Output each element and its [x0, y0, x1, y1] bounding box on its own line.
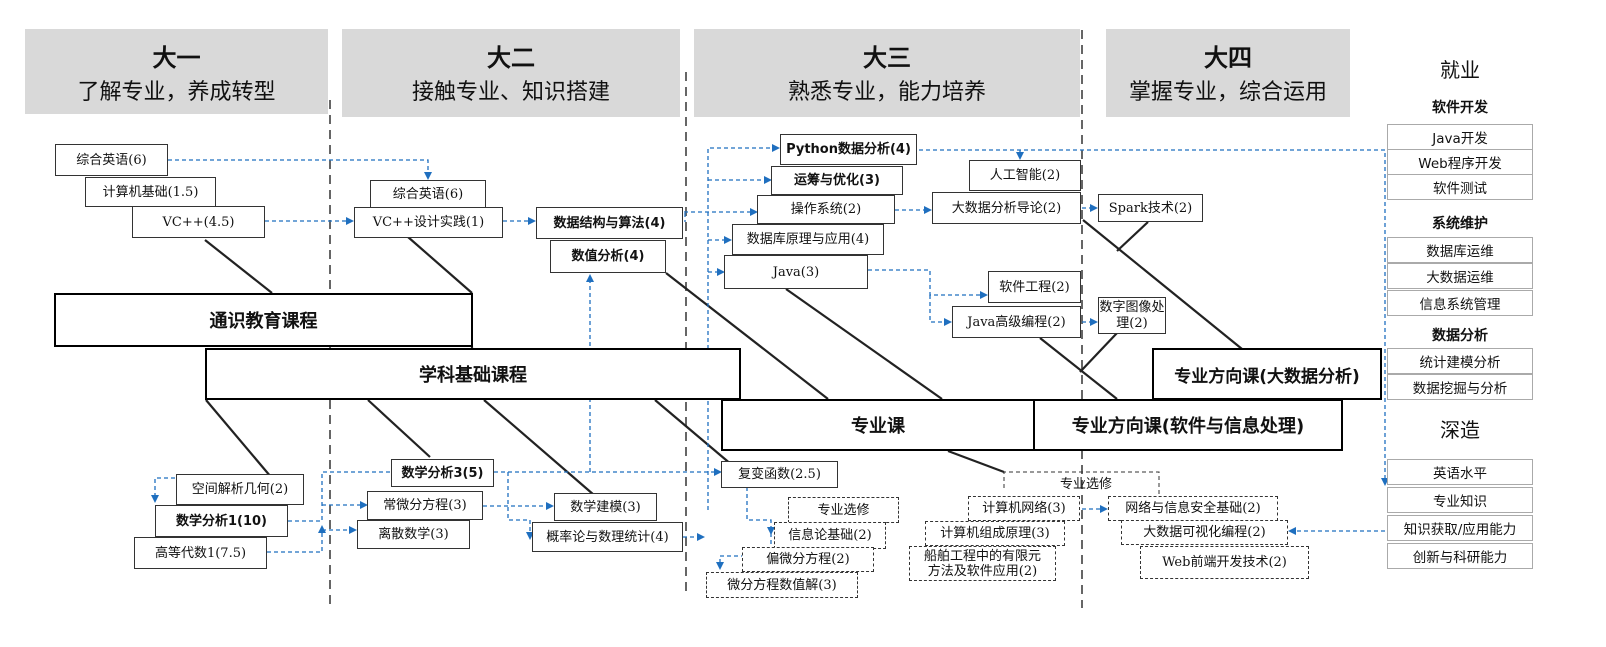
course-computer-network: 计算机网络(3) — [968, 496, 1080, 521]
course-optimization: 运筹与优化(3) — [771, 166, 903, 195]
course-english2: 综合英语(6) — [370, 180, 486, 208]
career-item: 软件测试 — [1387, 174, 1533, 200]
course-english1: 综合英语(6) — [55, 144, 168, 176]
category-major: 专业课 — [721, 399, 1035, 451]
course-java: Java(3) — [724, 255, 868, 289]
year-header-4: 大四 掌握专业，综合运用 — [1106, 29, 1350, 117]
career-item: Web程序开发 — [1387, 149, 1533, 175]
course-ode: 常微分方程(3) — [367, 491, 483, 520]
career-item: 数据挖掘与分析 — [1387, 374, 1533, 400]
course-ai: 人工智能(2) — [969, 160, 1081, 191]
course-web-frontend: Web前端开发技术(2) — [1140, 546, 1309, 579]
career-item: 数据库运维 — [1387, 237, 1533, 263]
career-item: 统计建模分析 — [1387, 348, 1533, 374]
course-info-theory: 信息论基础(2) — [774, 522, 886, 549]
study-item: 专业知识 — [1387, 487, 1533, 513]
elective-label-2: 专业选修 — [1059, 476, 1112, 492]
further-study-heading: 深造 — [1440, 418, 1480, 442]
course-analytic-geometry: 空间解析几何(2) — [176, 474, 304, 505]
year-desc: 接触专业、知识搭建 — [411, 80, 610, 105]
elective-label-1: 专业选修 — [788, 497, 899, 523]
study-item: 知识获取/应用能力 — [1387, 515, 1533, 541]
year-desc: 了解专业，养成转型 — [77, 80, 276, 105]
data-analysis-heading: 数据分析 — [1432, 328, 1488, 344]
course-probability: 概率论与数理统计(4) — [532, 522, 683, 552]
course-discrete-math: 离散数学(3) — [357, 520, 470, 549]
course-vcpp: VC++(4.5) — [132, 206, 265, 238]
year-header-2: 大二 接触专业、知识搭建 — [342, 29, 680, 117]
category-basic: 学科基础课程 — [205, 348, 741, 400]
course-computer-org: 计算机组成原理(3) — [925, 521, 1065, 546]
course-ship-fem: 船舶工程中的有限元方法及软件应用(2) — [909, 546, 1056, 581]
course-math-analysis3: 数学分析3(5) — [391, 459, 494, 487]
year-desc: 掌握专业，综合运用 — [1128, 80, 1327, 105]
category-general: 通识教育课程 — [54, 293, 473, 347]
career-item: Java开发 — [1387, 124, 1533, 150]
career-item: 信息系统管理 — [1387, 290, 1533, 316]
course-advanced-algebra: 高等代数1(7.5) — [134, 537, 267, 569]
course-pde: 偏微分方程(2) — [742, 547, 874, 572]
course-math-analysis1: 数学分析1(10) — [155, 505, 288, 537]
course-ship-fem-label: 船舶工程中的有限元方法及软件应用(2) — [923, 548, 1041, 579]
year-label: 大三 — [863, 44, 911, 72]
year-label: 大四 — [1204, 44, 1252, 72]
category-direction-software: 专业方向课(软件与信息处理) — [1033, 399, 1343, 451]
course-network-security: 网络与信息安全基础(2) — [1108, 496, 1278, 521]
course-ode-numerical: 微分方程数值解(3) — [706, 572, 858, 598]
year-label: 大一 — [152, 44, 201, 72]
year-header-1: 大一 了解专业，养成转型 — [25, 29, 328, 114]
employment-heading: 就业 — [1440, 58, 1480, 82]
year-desc: 熟悉专业，能力培养 — [787, 80, 986, 105]
category-direction-bigdata: 专业方向课(大数据分析) — [1152, 348, 1382, 400]
course-math-modeling: 数学建模(3) — [554, 493, 657, 521]
software-dev-heading: 软件开发 — [1432, 100, 1488, 116]
course-db-principles: 数据库原理与应用(4) — [732, 224, 884, 255]
course-vcpp-practice: VC++设计实践(1) — [354, 207, 503, 238]
course-digital-image: 数字图像处理(2) — [1098, 297, 1166, 334]
course-numerical-analysis: 数值分析(4) — [550, 240, 666, 273]
sys-maintenance-heading: 系统维护 — [1432, 216, 1488, 232]
career-item: 大数据运维 — [1387, 263, 1533, 289]
course-java-advanced: Java高级编程(2) — [952, 306, 1081, 338]
course-spark: Spark技术(2) — [1098, 194, 1203, 222]
course-data-structures: 数据结构与算法(4) — [536, 207, 683, 239]
year-label: 大二 — [487, 44, 535, 72]
course-complex-functions: 复变函数(2.5) — [721, 461, 838, 488]
course-digital-image-label: 数字图像处理(2) — [1099, 299, 1165, 331]
course-computer-basics: 计算机基础(1.5) — [85, 177, 216, 207]
course-software-eng: 软件工程(2) — [988, 271, 1081, 303]
study-item: 英语水平 — [1387, 459, 1533, 485]
course-bigdata-vis: 大数据可视化编程(2) — [1121, 520, 1288, 545]
course-os: 操作系统(2) — [757, 195, 895, 224]
course-python-analysis: Python数据分析(4) — [780, 134, 917, 165]
year-header-3: 大三 熟悉专业，能力培养 — [694, 29, 1080, 117]
study-item: 创新与科研能力 — [1387, 543, 1533, 569]
course-bigdata-intro: 大数据分析导论(2) — [932, 192, 1081, 224]
